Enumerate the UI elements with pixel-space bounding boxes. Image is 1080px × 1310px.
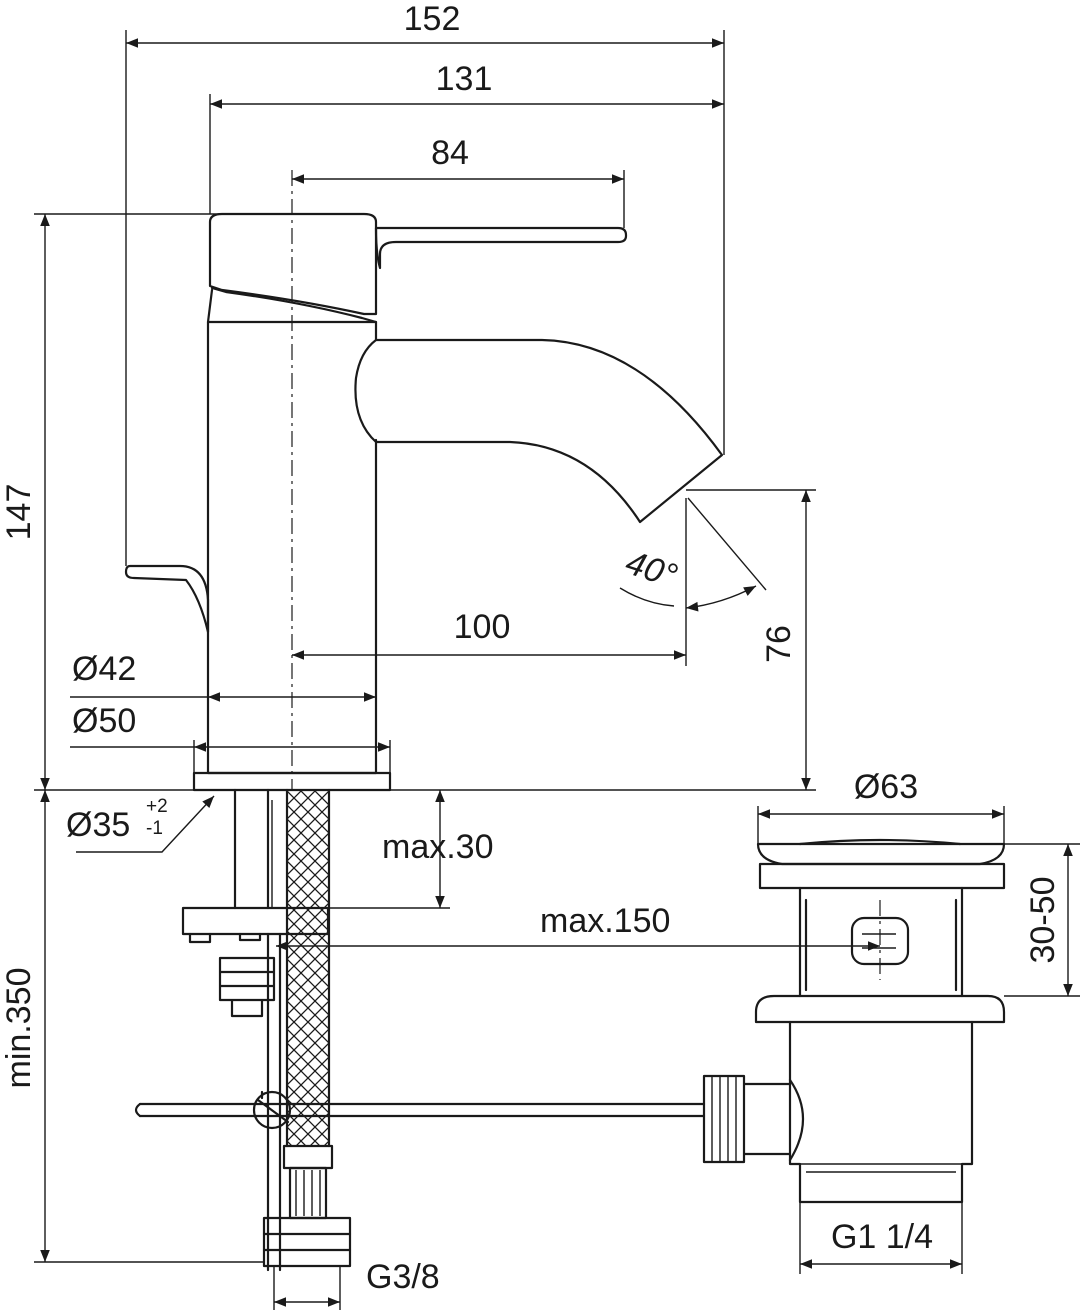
- cartridge-cap: [208, 212, 378, 316]
- label-spout-reach: 131: [436, 60, 493, 98]
- label-hole-diameter: Ø35: [66, 806, 130, 844]
- dimension-labels: 152 131 84 147 76 100 40° Ø42 Ø50 Ø35 +2…: [0, 0, 1062, 1296]
- popup-lever: [124, 564, 210, 634]
- braided-hose: [285, 788, 331, 1148]
- mixer-body: [124, 212, 724, 792]
- label-hole-tolerance-minus: -1: [146, 818, 163, 839]
- label-spout-offset: 100: [454, 608, 511, 646]
- label-spout-angle: 40°: [621, 544, 682, 596]
- label-rod-length: max.150: [540, 902, 670, 940]
- waste-body: [788, 1020, 974, 1204]
- lever-handle: [374, 226, 628, 270]
- label-deck-thickness: max.30: [382, 828, 494, 866]
- fixing-nut: [218, 956, 276, 1018]
- label-overall-width: 152: [404, 0, 461, 38]
- label-hose-thread: G3/8: [366, 1258, 440, 1296]
- label-waste-range: 30-50: [1024, 877, 1062, 964]
- label-hole-tolerance-plus: +2: [146, 796, 168, 817]
- supply-pipe: [266, 932, 282, 1272]
- waste-connector: [702, 1074, 792, 1164]
- dim-arc-spout-angle: [685, 585, 757, 612]
- dim-leader-hole-diameter: [76, 795, 215, 853]
- label-waste-diameter: Ø63: [854, 768, 918, 806]
- label-hose-length: min.350: [0, 968, 38, 1089]
- waste-nut: [754, 994, 1006, 1024]
- label-body-diameter: Ø42: [72, 650, 136, 688]
- waste-flange: [758, 862, 1006, 890]
- spout: [354, 338, 724, 524]
- under-deck-fittings: [134, 788, 706, 1272]
- waste-plug: [756, 842, 1006, 866]
- label-waste-thread: G1 1/4: [831, 1218, 933, 1256]
- label-lever-reach: 84: [431, 134, 469, 172]
- rod-clamp: [252, 1090, 292, 1130]
- popup-waste: [702, 838, 1006, 1204]
- dimension-lines: [34, 30, 1080, 1310]
- threaded-shank: [233, 788, 270, 910]
- label-spout-height: 76: [760, 625, 798, 663]
- label-overall-height: 147: [0, 484, 38, 541]
- label-base-diameter: Ø50: [72, 702, 136, 740]
- hose-nut: [262, 1216, 352, 1268]
